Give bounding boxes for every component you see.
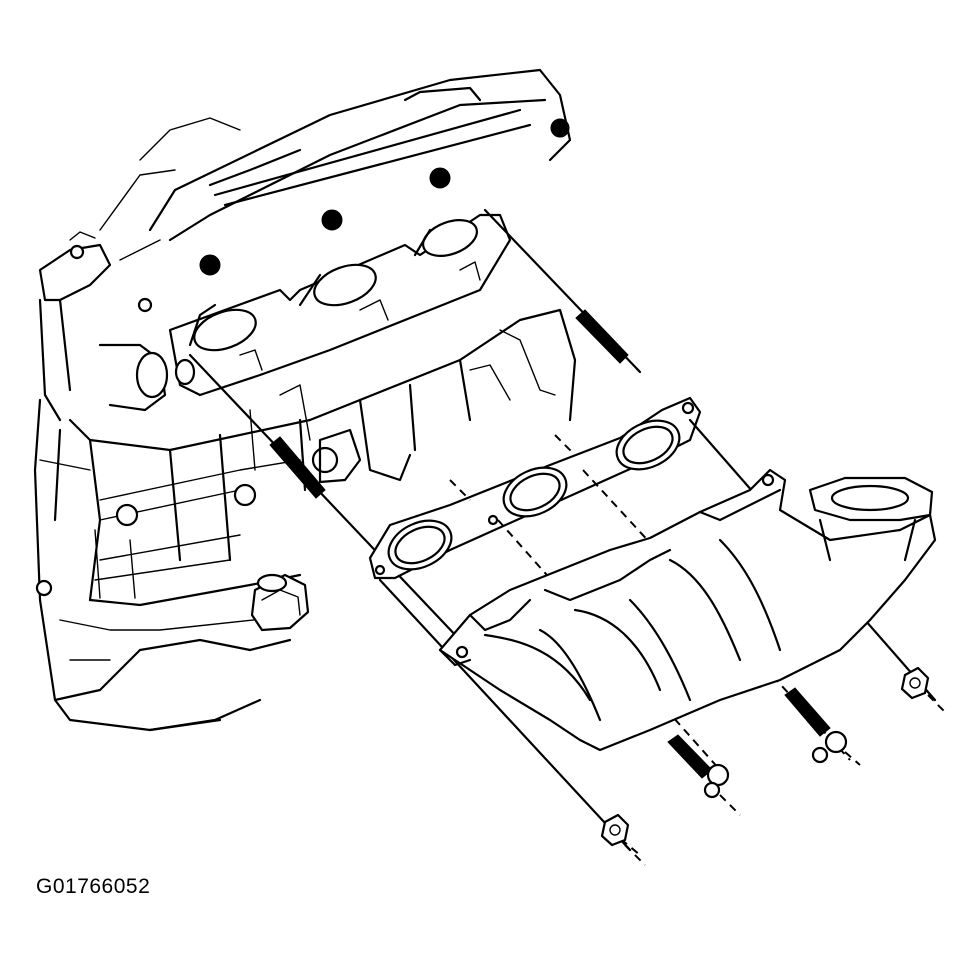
bolt-2 [784, 687, 848, 764]
exhaust-manifold [438, 468, 937, 752]
bolt-1 [667, 734, 730, 799]
engine-block [33, 68, 577, 732]
exhaust-manifold-gasket [368, 396, 702, 580]
nut-right [900, 666, 930, 700]
manifold-studs [188, 208, 642, 642]
figure-id-label: G01766052 [36, 875, 151, 898]
manifold-fasteners [600, 666, 946, 866]
nut-lower [600, 813, 630, 847]
stud-upper-right [575, 309, 629, 364]
stud-left [269, 436, 326, 499]
